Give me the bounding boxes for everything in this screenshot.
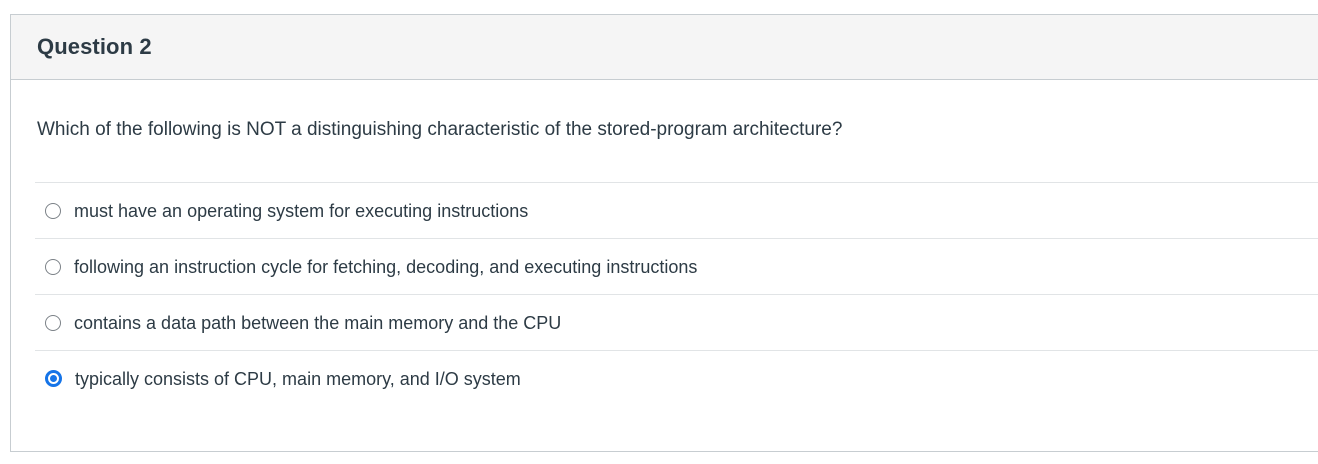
radio-button-icon[interactable]: [45, 314, 61, 331]
answer-option-row-2[interactable]: following an instruction cycle for fetch…: [35, 238, 1318, 294]
question-title: Question 2: [37, 34, 152, 59]
answer-option-label: typically consists of CPU, main memory, …: [75, 368, 521, 389]
question-text: Which of the following is NOT a distingu…: [37, 119, 843, 140]
answer-options-list: must have an operating system for execut…: [35, 182, 1318, 406]
question-header: Question 2: [11, 15, 1318, 80]
answer-option-row-1[interactable]: must have an operating system for execut…: [35, 182, 1318, 238]
radio-button-icon[interactable]: [45, 202, 61, 219]
question-body: Which of the following is NOT a distingu…: [11, 80, 1318, 406]
answer-option-label: following an instruction cycle for fetch…: [74, 256, 698, 277]
question-panel: Question 2 Which of the following is NOT…: [10, 14, 1318, 452]
answer-option-label: must have an operating system for execut…: [74, 200, 529, 221]
radio-button-icon[interactable]: [45, 370, 62, 387]
answer-option-label: contains a data path between the main me…: [74, 312, 562, 333]
answer-option-row-4[interactable]: typically consists of CPU, main memory, …: [35, 350, 1318, 406]
answer-option-row-3[interactable]: contains a data path between the main me…: [35, 294, 1318, 350]
radio-button-icon[interactable]: [45, 258, 61, 275]
